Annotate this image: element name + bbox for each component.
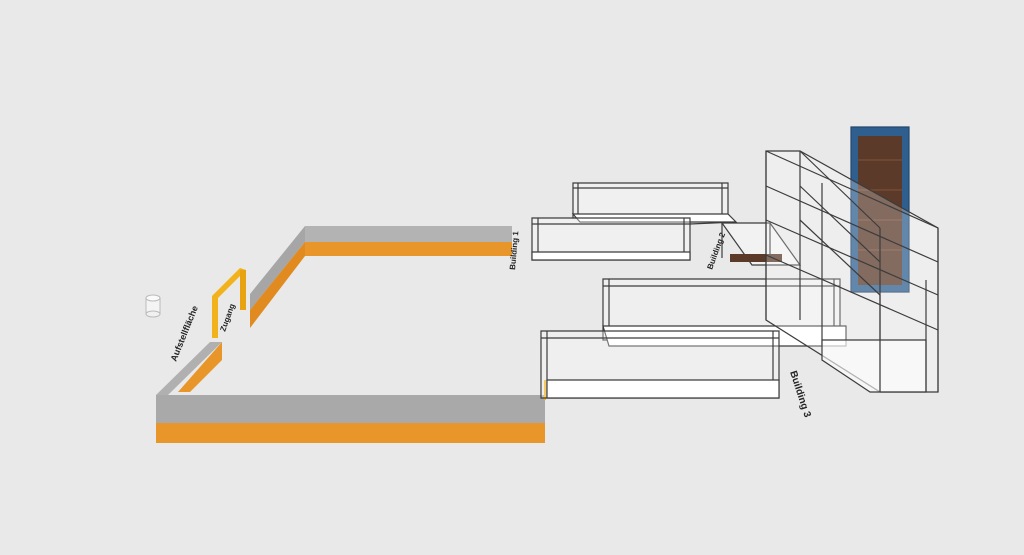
building-1-label: Building 1 bbox=[508, 230, 520, 270]
perimeter-wall[interactable] bbox=[156, 226, 546, 443]
cylinder-marker[interactable] bbox=[145, 294, 161, 318]
stacked-rack-structure[interactable] bbox=[765, 126, 939, 393]
gate-label: Zugang bbox=[218, 302, 236, 332]
left-wall-label: Aufstellfläche bbox=[169, 304, 200, 362]
front-left-grey bbox=[156, 342, 222, 395]
gate-frame[interactable] bbox=[212, 268, 246, 338]
front-left-orange bbox=[178, 342, 222, 392]
front-wall-orange bbox=[156, 423, 545, 443]
back-wall-orange bbox=[305, 242, 512, 256]
left-diagonal-grey bbox=[250, 226, 305, 310]
front-wall-grey bbox=[156, 395, 545, 423]
building-1[interactable] bbox=[531, 182, 738, 261]
container-module bbox=[571, 182, 738, 223]
building-2-label: Building 2 bbox=[705, 231, 727, 271]
shelf-tower bbox=[850, 126, 910, 293]
left-diagonal-orange bbox=[250, 242, 305, 328]
back-wall-grey bbox=[305, 226, 512, 242]
container-module bbox=[540, 330, 780, 399]
building-3-label: Building 3 bbox=[787, 370, 813, 420]
building-3[interactable] bbox=[540, 278, 847, 399]
container-module bbox=[531, 217, 737, 261]
